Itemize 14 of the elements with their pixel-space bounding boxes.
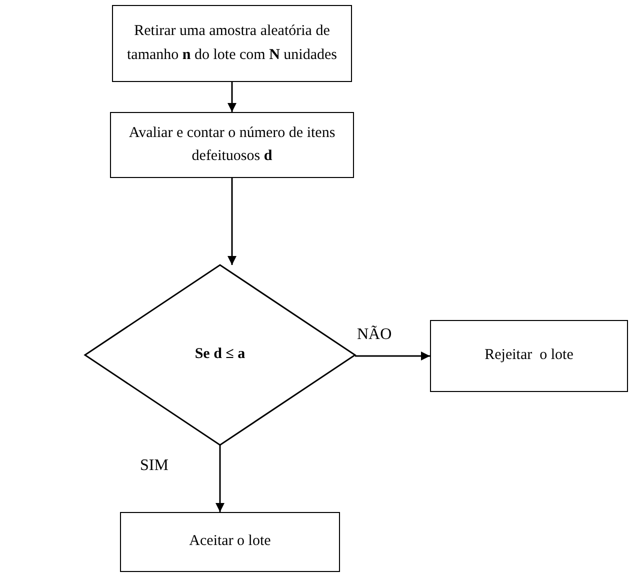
arrow [228, 82, 236, 112]
decision-diamond [85, 265, 355, 445]
process-box [430, 320, 628, 392]
arrow [216, 445, 224, 512]
arrow [228, 178, 236, 265]
arrow [355, 352, 430, 360]
process-box [120, 512, 340, 572]
node-text: Se d ≤ a [194, 345, 246, 364]
node-text: Aceitar o lote [189, 532, 271, 552]
node-text: Rejeitar o lote [484, 346, 574, 366]
node-text: Retirar uma amostra aleatória de tamanho n do lote com N unidades [126, 22, 338, 64]
process-box [110, 112, 354, 178]
node-text: Avaliar e contar o número de itens defeituosos d [128, 124, 336, 166]
process-box [112, 5, 352, 82]
